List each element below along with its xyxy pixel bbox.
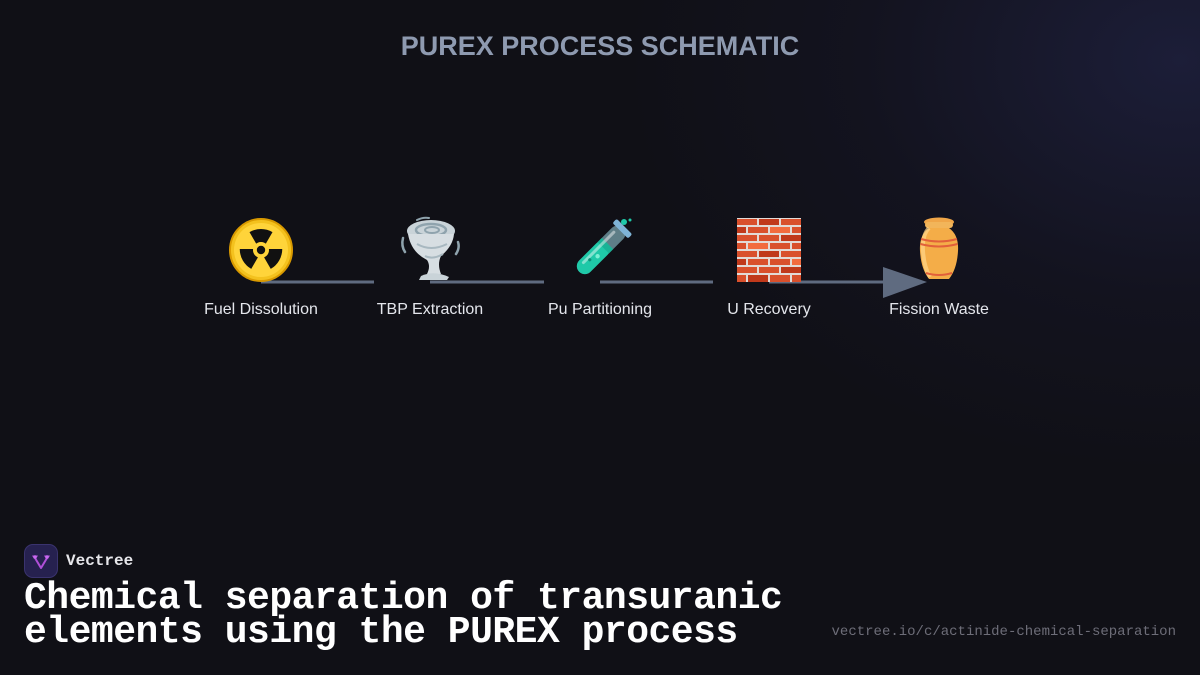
node-pu-partitioning: Pu Partitioning — [520, 212, 680, 319]
diagram-title: PUREX PROCESS SCHEMATIC — [400, 31, 800, 61]
test-tube-icon — [560, 212, 640, 288]
node-fuel-dissolution: Fuel Dissolution — [181, 212, 341, 319]
brick-wall-icon — [729, 212, 809, 288]
node-label: TBP Extraction — [376, 301, 484, 318]
headline-line-1: Chemical separation of transuranic — [24, 577, 783, 620]
vectree-logo-icon — [24, 544, 58, 578]
source-url: vectree.io/c/actinide-chemical-separatio… — [831, 624, 1176, 640]
node-tbp-extraction: TBP Extraction — [350, 212, 510, 319]
urn-icon — [899, 212, 979, 288]
node-fission-waste: Fission Waste — [859, 212, 1019, 319]
node-label: Fission Waste — [889, 301, 989, 318]
brand: Vectree — [24, 544, 133, 578]
node-u-recovery: U Recovery — [689, 212, 849, 319]
node-label: Pu Partitioning — [547, 301, 653, 318]
arrowhead-icon — [883, 267, 927, 298]
tornado-icon — [390, 212, 470, 288]
node-label: U Recovery — [727, 301, 811, 318]
radioactive-icon — [221, 212, 301, 288]
node-label: Fuel Dissolution — [204, 301, 318, 318]
headline-line-2: elements using the PUREX process — [24, 611, 738, 654]
brand-name: Vectree — [66, 552, 134, 570]
headline: Chemical separation of transuranic eleme… — [24, 577, 824, 654]
